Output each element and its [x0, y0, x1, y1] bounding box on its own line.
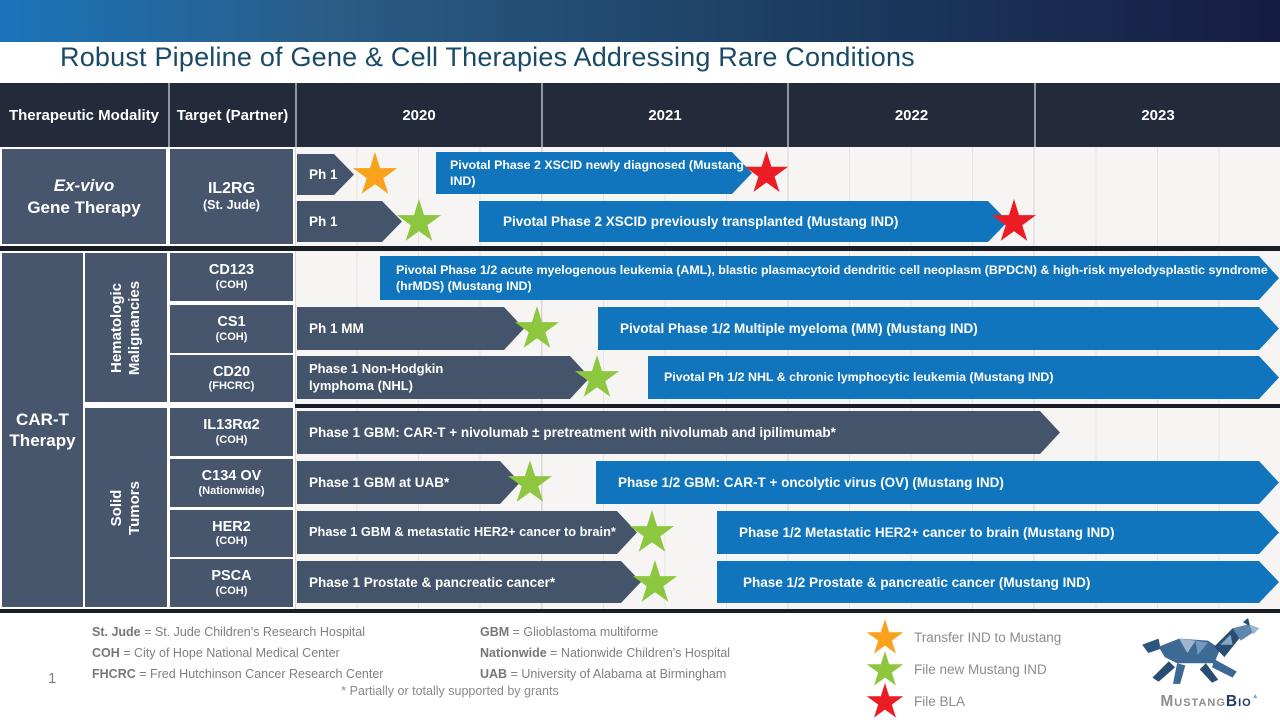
- separator-hematologic-solid: [295, 404, 1280, 408]
- wordmark-mustang: Mustang: [1160, 693, 1226, 710]
- abbr-def: = Fred Hutchinson Cancer Research Center: [135, 667, 384, 681]
- hematologic-label: Hematologic Malignancies: [108, 280, 144, 374]
- modality-cell-cart: CAR-T Therapy: [2, 253, 83, 607]
- abbr-gbm: GBM = Glioblastoma multiforme: [480, 622, 730, 643]
- abbr-term: UAB: [480, 667, 508, 681]
- bar-il2rg-pivotal-newly: Pivotal Phase 2 XSCID newly diagnosed (M…: [436, 152, 752, 194]
- target-cell-psca: PSCA (COH): [170, 559, 293, 607]
- header-year-2021: 2021: [541, 83, 787, 147]
- target-name-cd20: CD20: [212, 363, 251, 380]
- abbr-def: = City of Hope National Medical Center: [119, 646, 340, 660]
- bar-c134-pivotal: Phase 1/2 GBM: CAR-T + oncolytic virus (…: [596, 461, 1279, 504]
- abbr-term: COH: [92, 646, 120, 660]
- abbr-fhcrc: FHCRC = Fred Hutchinson Cancer Research …: [92, 664, 383, 685]
- target-name-cs1: CS1: [217, 314, 246, 331]
- target-cell-il2rg: IL2RG (St. Jude): [170, 149, 293, 244]
- hematologic-line1: Hematologic: [108, 282, 126, 373]
- header-therapeutic-modality: Therapeutic Modality: [0, 83, 168, 147]
- exvivo-label-line1: Ex-vivo: [53, 176, 115, 196]
- abbr-term: GBM: [480, 625, 510, 639]
- bar-il13ra2-ph1: Phase 1 GBM: CAR-T + nivolumab ± pretrea…: [297, 411, 1060, 454]
- abbr-uab: UAB = University of Alabama at Birmingha…: [480, 664, 730, 685]
- header-year-2023: 2023: [1034, 83, 1280, 147]
- abbr-term: Nationwide: [480, 646, 547, 660]
- target-partner-il13ra2: (COH): [215, 433, 248, 446]
- legend-file-bla-label: File BLA: [914, 694, 966, 709]
- bar-her2-ph1: Phase 1 GBM & metastatic HER2+ cancer to…: [297, 511, 637, 554]
- separator-exvivo-cart: [0, 246, 1280, 251]
- grant-footnote: * Partially or totally supported by gran…: [341, 684, 559, 698]
- cart-label-line1: CAR-T: [16, 409, 69, 429]
- target-cell-her2: HER2 (COH): [170, 510, 293, 557]
- target-name-il13ra2: IL13Rα2: [203, 417, 260, 434]
- solid-tumors-label: Solid Tumors: [108, 481, 144, 535]
- target-cell-c134: C134 OV (Nationwide): [170, 459, 293, 507]
- abbr-term: FHCRC: [92, 667, 136, 681]
- mustang-bio-logo: MustangBio▲: [1128, 618, 1280, 718]
- abbreviation-list-right: GBM = Glioblastoma multiforme Nationwide…: [480, 622, 730, 685]
- target-name-cd123: CD123: [208, 262, 255, 279]
- cart-label-line2: Therapy: [9, 431, 76, 450]
- bar-psca-ph1: Phase 1 Prostate & pancreatic cancer*: [297, 561, 641, 603]
- subgroup-cell-solid: Solid Tumors: [85, 408, 167, 607]
- bar-cs1-pivotal: Pivotal Phase 1/2 Multiple myeloma (MM) …: [598, 307, 1279, 350]
- header-year-2020: 2020: [295, 83, 541, 147]
- target-partner-cs1: (COH): [215, 330, 248, 343]
- abbr-term: St. Jude: [92, 625, 141, 639]
- abbr-coh: COH = City of Hope National Medical Cent…: [92, 643, 383, 664]
- bar-her2-pivotal: Phase 1/2 Metastatic HER2+ cancer to bra…: [717, 511, 1279, 554]
- target-name-her2: HER2: [212, 518, 251, 535]
- header-year-2022: 2022: [787, 83, 1034, 147]
- page-title: Robust Pipeline of Gene & Cell Therapies…: [60, 42, 915, 72]
- target-partner-c134: (Nationwide): [198, 484, 265, 497]
- modality-cell-exvivo: Ex-vivo Gene Therapy: [2, 149, 166, 244]
- solid-line1: Solid: [108, 489, 125, 526]
- abbr-def: = Glioblastoma multiforme: [509, 625, 659, 639]
- bar-cd123-pivotal: Pivotal Phase 1/2 acute myelogenous leuk…: [380, 256, 1279, 300]
- mustang-bio-wordmark: MustangBio▲: [1128, 693, 1280, 711]
- abbr-def: = St. Jude Children's Research Hospital: [140, 625, 365, 639]
- target-partner-cd20: (FHCRC): [208, 380, 255, 393]
- target-name-c134: C134 OV: [201, 468, 262, 485]
- bar-psca-pivotal: Phase 1/2 Prostate & pancreatic cancer (…: [717, 561, 1279, 603]
- abbr-st-jude: St. Jude = St. Jude Children's Research …: [92, 622, 383, 643]
- bar-il2rg-ph1-prev: Ph 1: [297, 201, 402, 242]
- legend-file-ind-label: File new Mustang IND: [914, 662, 1047, 677]
- target-name-il2rg: IL2RG: [207, 179, 256, 197]
- bar-cd20-pivotal: Pivotal Ph 1/2 NHL & chronic lymphocytic…: [648, 356, 1279, 399]
- bar-il2rg-pivotal-prev: Pivotal Phase 2 XSCID previously transpl…: [479, 201, 1008, 242]
- legend-transfer-ind-label: Transfer IND to Mustang: [914, 630, 1062, 645]
- abbr-nationwide: Nationwide = Nationwide Children's Hospi…: [480, 643, 730, 664]
- exvivo-label-line2: Gene Therapy: [27, 197, 141, 217]
- target-partner-her2: (COH): [215, 535, 248, 548]
- hematologic-line2: Malignancies: [126, 280, 144, 375]
- mustang-horse-icon: [1142, 618, 1260, 684]
- target-partner-psca: (COH): [215, 584, 248, 597]
- page-number: 1: [48, 670, 57, 687]
- separator-table-bottom: [0, 609, 1280, 613]
- bar-cs1-ph1: Ph 1 MM: [297, 307, 524, 350]
- wordmark-bio: Bio: [1225, 693, 1252, 710]
- target-cell-cd20: CD20 (FHCRC): [170, 355, 293, 402]
- solid-line2: Tumors: [126, 480, 143, 535]
- abbr-def: = University of Alabama at Birmingham: [507, 667, 727, 681]
- target-name-psca: PSCA: [211, 568, 252, 585]
- abbr-def: = Nationwide Children's Hospital: [546, 646, 731, 660]
- subgroup-cell-hematologic: Hematologic Malignancies: [85, 253, 167, 402]
- header-target-partner: Target (Partner): [168, 83, 295, 147]
- wordmark-trademark-icon: ▲: [1251, 693, 1260, 700]
- legend-file-bla-star: [866, 683, 904, 718]
- target-cell-il13ra2: IL13Rα2 (COH): [170, 408, 293, 456]
- bar-c134-ph1: Phase 1 GBM at UAB*: [297, 461, 520, 504]
- target-partner-cd123: (COH): [215, 278, 248, 291]
- abbreviation-list-left: St. Jude = St. Jude Children's Research …: [92, 622, 383, 685]
- top-accent-bar: [0, 0, 1280, 42]
- target-cell-cd123: CD123 (COH): [170, 253, 293, 301]
- target-cell-cs1: CS1 (COH): [170, 305, 293, 353]
- target-partner-il2rg: (St. Jude): [203, 198, 260, 213]
- bar-cd20-ph1: Phase 1 Non-Hodgkin lymphoma (NHL): [297, 356, 590, 399]
